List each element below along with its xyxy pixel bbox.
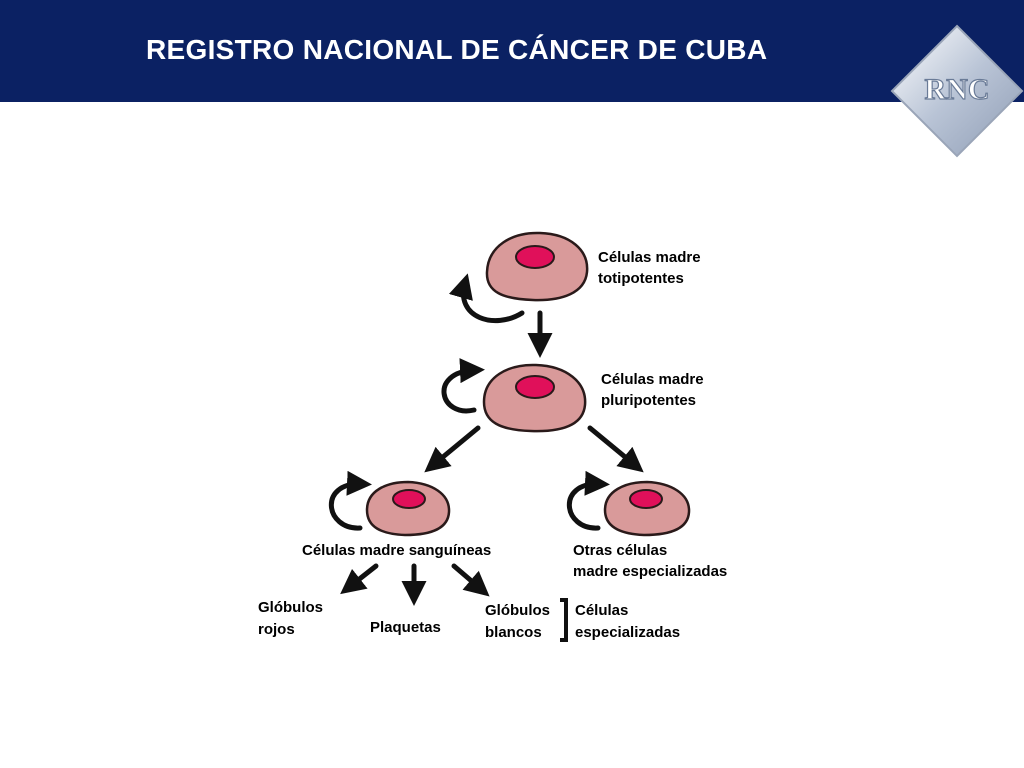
label-line: totipotentes — [598, 270, 684, 287]
bracket — [560, 598, 568, 642]
self-renew-arrow-blood — [328, 470, 372, 531]
label-line: Glóbulos — [485, 602, 550, 619]
label-specialized-cells: Células especializadas — [575, 602, 680, 641]
label-line: pluripotentes — [601, 392, 696, 409]
label-totipotent: Células madre totipotentes — [598, 249, 705, 287]
arrow-pluripotent-to-blood — [424, 425, 481, 473]
label-line: Plaquetas — [370, 619, 441, 636]
label-red-cells: Glóbulos rojos — [258, 599, 327, 638]
label-line: Células — [575, 602, 628, 619]
label-line: rojos — [258, 621, 295, 638]
label-white-cells: Glóbulos blancos — [485, 602, 554, 641]
label-other-specialized: Otras células madre especializadas — [573, 542, 727, 580]
cell-other-specialized — [603, 480, 691, 537]
cell-pluripotent — [482, 363, 587, 433]
arrow-blood-to-white-cells — [451, 563, 490, 597]
label-platelets: Plaquetas — [370, 619, 441, 636]
label-line: Células madre — [598, 249, 701, 266]
label-line: Glóbulos — [258, 599, 323, 616]
cell-blood-stem — [365, 480, 451, 537]
self-renew-arrow-pluripotent — [441, 358, 485, 414]
label-blood-stem: Células madre sanguíneas — [302, 542, 491, 559]
label-line: blancos — [485, 624, 542, 641]
nucleus — [392, 489, 426, 509]
arrow-blood-to-red-cells — [340, 563, 379, 595]
label-line: madre especializadas — [573, 563, 727, 580]
cell-totipotent — [485, 231, 589, 302]
page-title: REGISTRO NACIONAL DE CÁNCER DE CUBA — [146, 34, 768, 65]
self-renew-arrow-totipotent — [448, 273, 525, 324]
nucleus — [515, 245, 555, 269]
header-bar — [0, 0, 1024, 102]
label-line: especializadas — [575, 624, 680, 641]
self-renew-arrow-other — [566, 470, 610, 531]
nucleus — [515, 375, 555, 399]
logo-text: RNC — [925, 73, 990, 106]
label-line: Otras células — [573, 542, 667, 559]
label-line: Células madre sanguíneas — [302, 542, 491, 559]
arrow-pluripotent-to-other — [587, 425, 644, 473]
label-line: Células madre — [601, 371, 704, 388]
rnc-logo: RNC — [890, 24, 1024, 158]
label-pluripotent: Células madre pluripotentes — [601, 371, 708, 409]
nucleus — [629, 489, 663, 509]
